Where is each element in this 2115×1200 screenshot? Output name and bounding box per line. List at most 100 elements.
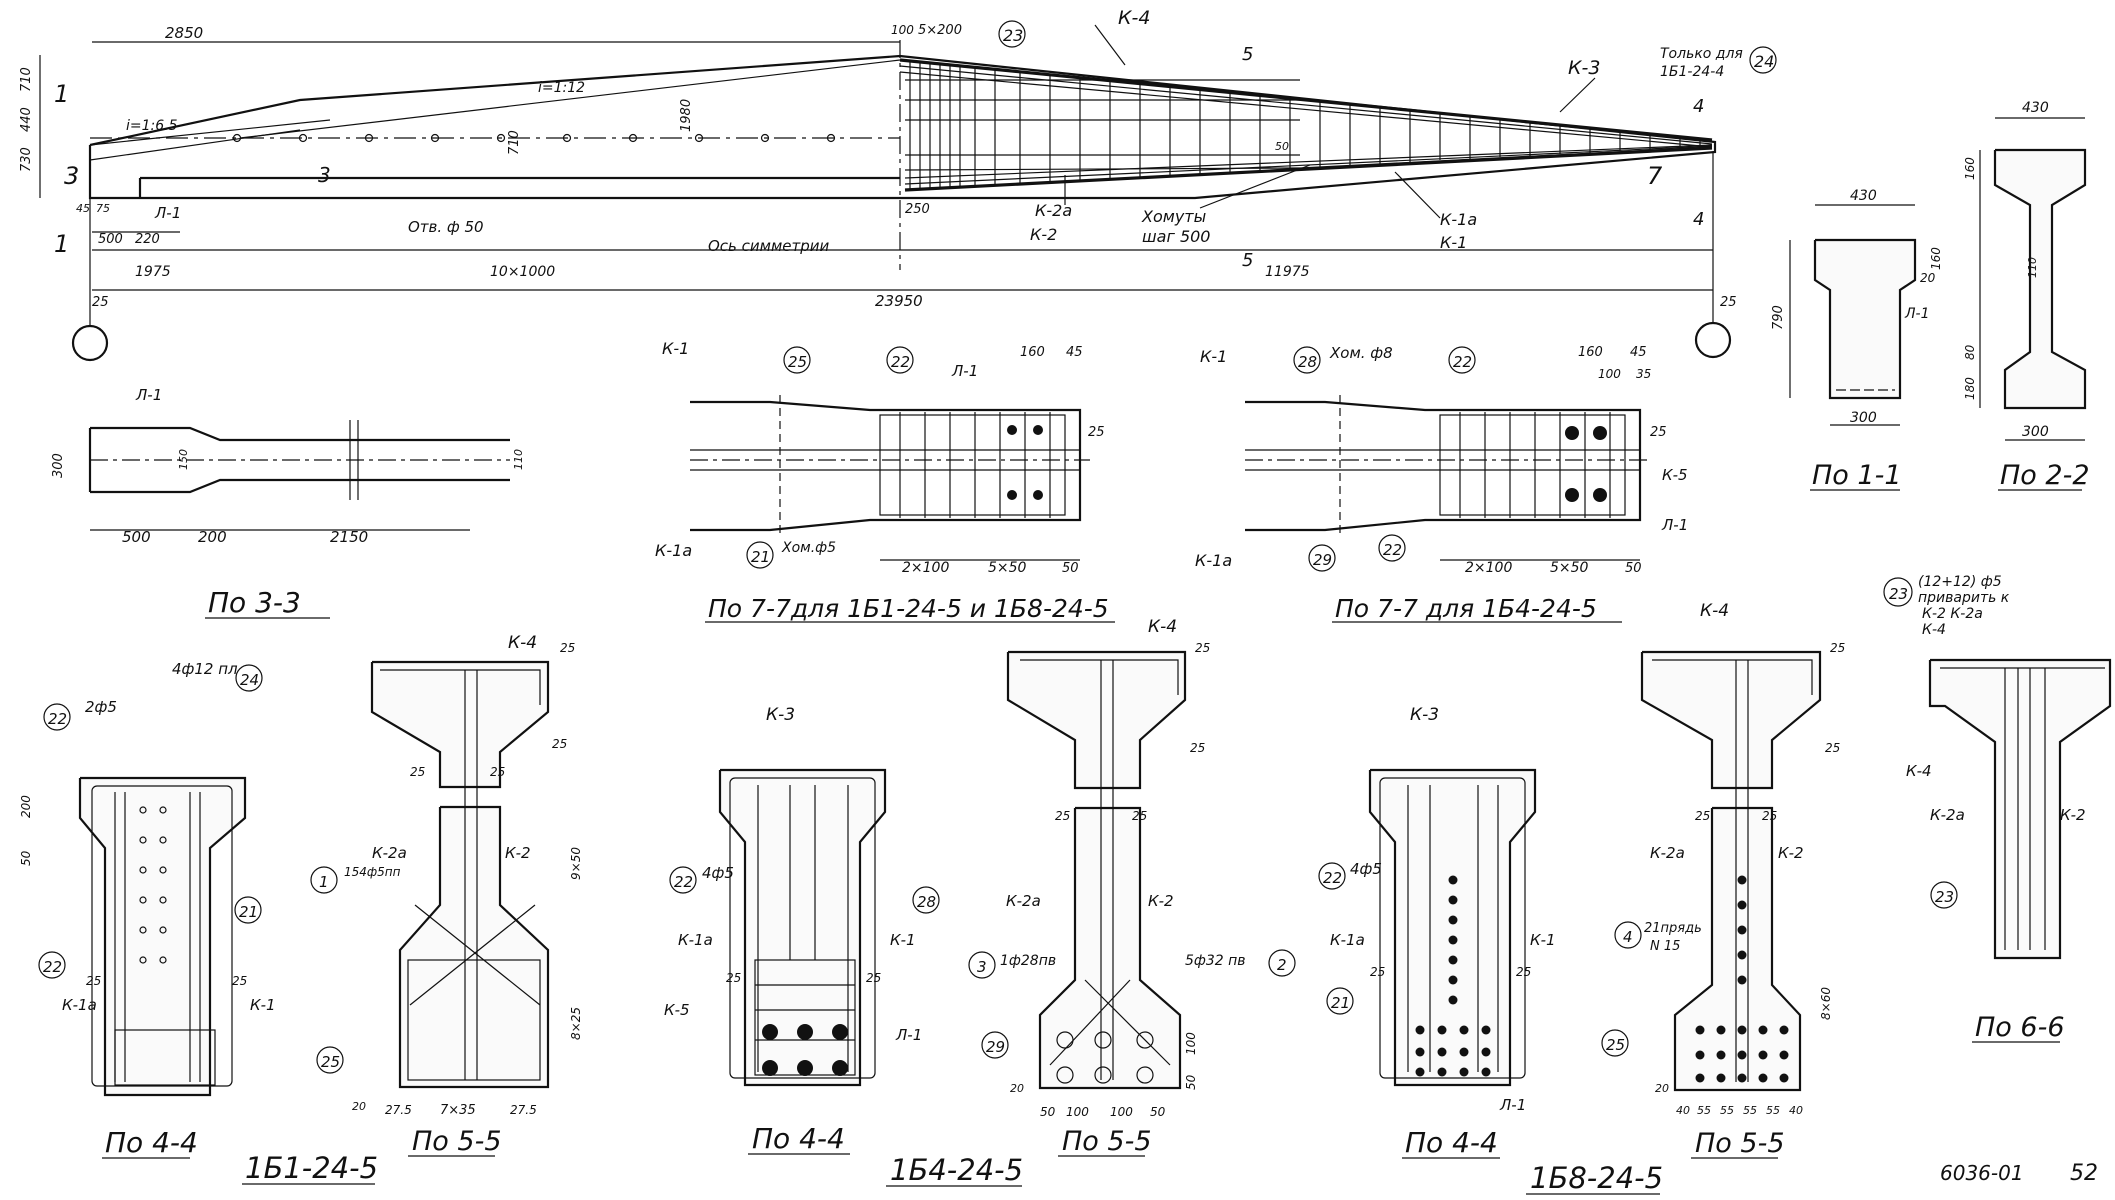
sec77a-label-stirrup: Хом.ф5	[781, 540, 836, 556]
s44b-label-k1: К-1	[890, 931, 916, 949]
sec77a-dim-45: 45	[1066, 345, 1083, 360]
s55c-strand	[1695, 1073, 1705, 1083]
s44c-label-k1a: К-1а	[1330, 931, 1365, 949]
s55c-strand	[1737, 1050, 1747, 1060]
sec11-dim-790: 790	[1771, 305, 1786, 330]
dim-730: 730	[19, 147, 34, 172]
s44a-strand	[159, 806, 167, 814]
s44b-bar-dot	[797, 1024, 813, 1040]
sec77b-callout-22b-text: 22	[1383, 541, 1402, 559]
s55c-dim-8x60: 8×60	[1819, 987, 1833, 1020]
callout-23	[998, 20, 1026, 48]
s44a-strands	[114, 806, 216, 1086]
s55c-strand	[1737, 900, 1747, 910]
dim-25-left: 25	[92, 295, 109, 310]
sec77a-dim-160: 160	[1020, 345, 1045, 360]
s44a-strand	[139, 956, 147, 964]
stamp-sheet-number: 52	[2070, 1161, 2098, 1186]
sec77a-title: По 7-7для 1Б1-24-5 и 1Б8-24-5	[708, 594, 1109, 623]
s44b-label-bars: 4ф5	[702, 864, 734, 882]
sec33-dim-110: 110	[512, 449, 525, 470]
s55a: 25 1 К-4 25 25 25 25 К-2а К-2 154ф5пп 9×…	[242, 633, 583, 1185]
s55c-label-k2a: К-2а	[1650, 844, 1685, 862]
s55c-label-strands-2: N 15	[1650, 939, 1680, 954]
s44a: 24 22 21 22 4ф12 пл 2ф5 200 50 25 25 К-1…	[19, 660, 276, 1159]
slope-line-top	[239, 59, 901, 139]
s66-note-3: К-2 К-2а	[1922, 606, 1983, 622]
sec11-dim-20: 20	[1920, 271, 1936, 285]
s44a-callout-24	[235, 664, 263, 692]
s55b: 3 2 29 К-4 25 25 25 25 К-2а К-2 1ф28пв 5…	[886, 617, 1296, 1187]
sec77b-dim-45: 45	[1630, 345, 1647, 360]
s44c-outline	[1368, 768, 1537, 1087]
s44a-dim-200: 200	[19, 795, 33, 818]
leader-k1	[1394, 171, 1441, 219]
sec77a-callout-21-text: 21	[751, 548, 770, 566]
s55b-dim-50-b: 50	[1150, 1105, 1166, 1119]
s44c-label-k3: К-3	[1410, 705, 1439, 725]
s55a-label-k2: К-2	[505, 844, 531, 862]
s44b-label-l1: Л-1	[895, 1026, 922, 1044]
stirrups	[909, 61, 1701, 190]
sec77a-dim-25: 25	[1088, 425, 1105, 440]
s55b-dim-100-b: 100	[1110, 1105, 1133, 1119]
s55c-dim-55: 55	[1697, 1104, 1711, 1117]
s44a-strand	[139, 866, 147, 874]
callout-23-text: 23	[1003, 26, 1023, 45]
s55c-callout-4-text: 4	[1623, 928, 1633, 946]
s66-outline	[1928, 658, 2112, 960]
s44a-strand	[139, 926, 147, 934]
s44b-bar-dot	[762, 1024, 778, 1040]
dim-1980: 1980	[679, 99, 694, 132]
s55b-dim-100-a: 100	[1066, 1105, 1089, 1119]
s55c-web-bulb	[1673, 806, 1802, 1092]
bottom-rebar-k1	[904, 146, 1713, 192]
s44a-callout-24-text: 24	[240, 671, 259, 689]
s55c-dim-55: 55	[1720, 1104, 1734, 1117]
s55c-strand	[1758, 1073, 1768, 1083]
s55c-dim-55: 55	[1743, 1104, 1757, 1117]
s44b-label-k3: К-3	[766, 705, 795, 725]
s55b-dim-25-d: 25	[1132, 809, 1147, 823]
s55c-strand	[1716, 1050, 1726, 1060]
sec77b-callout-29	[1308, 544, 1336, 572]
s44c-callout-22-text: 22	[1323, 869, 1342, 887]
s55b-dim-100-v: 100	[1184, 1032, 1198, 1055]
dim-440: 440	[19, 107, 34, 132]
s44a-dim-25-r: 25	[232, 974, 247, 988]
sec77a-strand	[1007, 490, 1017, 500]
s44b-callout-28-text: 28	[917, 893, 936, 911]
s66-label-k4: К-4	[1906, 762, 1932, 780]
s66-label-k2a: К-2а	[1930, 806, 1965, 824]
sec77a-label-k1a: К-1а	[655, 541, 692, 560]
cut-3-left: 3	[64, 162, 79, 190]
leader-stirrups	[1199, 164, 1311, 209]
s55c-strand	[1758, 1050, 1768, 1060]
s44a-title: По 4-4	[105, 1126, 198, 1159]
s55b-bar-dot	[1056, 1031, 1074, 1049]
dim-2850: 2850	[165, 24, 203, 42]
sec22-dim-430: 430	[2022, 100, 2049, 116]
s55c-dim-25-a: 25	[1830, 641, 1845, 655]
top-rebar-3	[899, 71, 1713, 148]
leader-k4	[1094, 24, 1126, 66]
sec77b-bar	[1565, 488, 1579, 502]
s44a-cage	[91, 785, 233, 1087]
hole-3	[364, 133, 374, 143]
cut-5-top: 5	[1242, 44, 1253, 65]
s44a-strand	[159, 926, 167, 934]
s55c-dim-55: 55	[1766, 1104, 1780, 1117]
s55b-dim-20: 20	[1010, 1082, 1024, 1095]
s66-note-2: приварить к	[1918, 590, 2010, 606]
hole-4	[430, 133, 440, 143]
s55b-callout-2	[1268, 949, 1296, 977]
label-k2a: К-2а	[1035, 201, 1072, 220]
s55a-label-bars: 154ф5пп	[344, 865, 401, 879]
sec22-dim-300: 300	[2022, 424, 2049, 440]
s55b-title: По 5-5	[1062, 1126, 1152, 1157]
sec77b-bar	[1565, 426, 1579, 440]
s44c-label-k1: К-1	[1530, 931, 1556, 949]
dim-11975: 11975	[1265, 264, 1310, 280]
s55c-mark: 1Б8-24-5	[1530, 1161, 1663, 1195]
s55c-strand	[1758, 1025, 1768, 1035]
